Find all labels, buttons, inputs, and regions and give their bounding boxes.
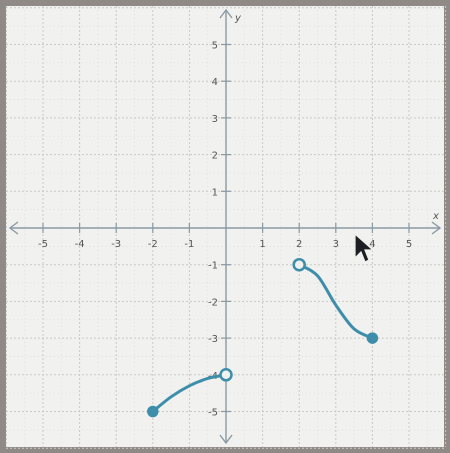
x-axis-label: x (432, 211, 439, 222)
y-tick-label: -5 (208, 408, 218, 419)
x-axis-right-arrow (431, 221, 442, 235)
x-tick-label: -2 (148, 239, 158, 250)
x-tick-label: 2 (296, 239, 302, 250)
mouse-pointer-arrow (354, 232, 375, 263)
x-tick-label: 4 (369, 239, 375, 250)
y-tick-label: 5 (212, 41, 218, 52)
y-tick-label: 1 (212, 187, 218, 198)
function-curve (151, 373, 228, 413)
y-axis-bottom-arrow (219, 434, 233, 445)
closed-endpoint (366, 332, 379, 344)
open-endpoint (219, 368, 233, 382)
mouse-pointer-icon (354, 232, 375, 263)
x-tick-label: -3 (111, 239, 121, 250)
y-axis-label: y (234, 13, 242, 24)
y-tick-label: -1 (208, 261, 218, 272)
x-tick-label: -4 (75, 239, 85, 250)
x-tick-label: -5 (38, 239, 48, 250)
closed-endpoint (147, 405, 159, 418)
open-endpoint (292, 257, 306, 272)
x-tick-label: 1 (259, 239, 265, 250)
tick-marks (42, 43, 410, 413)
y-tick-label: 3 (212, 114, 218, 125)
y-tick-label: -2 (208, 297, 218, 308)
y-axis-top-arrow (219, 8, 233, 19)
x-tick-label: 5 (406, 239, 412, 250)
x-axis-left-arrow (8, 221, 19, 235)
y-tick-label: 2 (212, 151, 218, 162)
y-tick-label: 4 (212, 77, 218, 88)
x-tick-label: 3 (333, 239, 339, 250)
x-tick-label: -1 (184, 239, 194, 250)
function-curves (147, 257, 379, 418)
function-curve (297, 263, 374, 340)
y-tick-label: -3 (208, 334, 218, 345)
